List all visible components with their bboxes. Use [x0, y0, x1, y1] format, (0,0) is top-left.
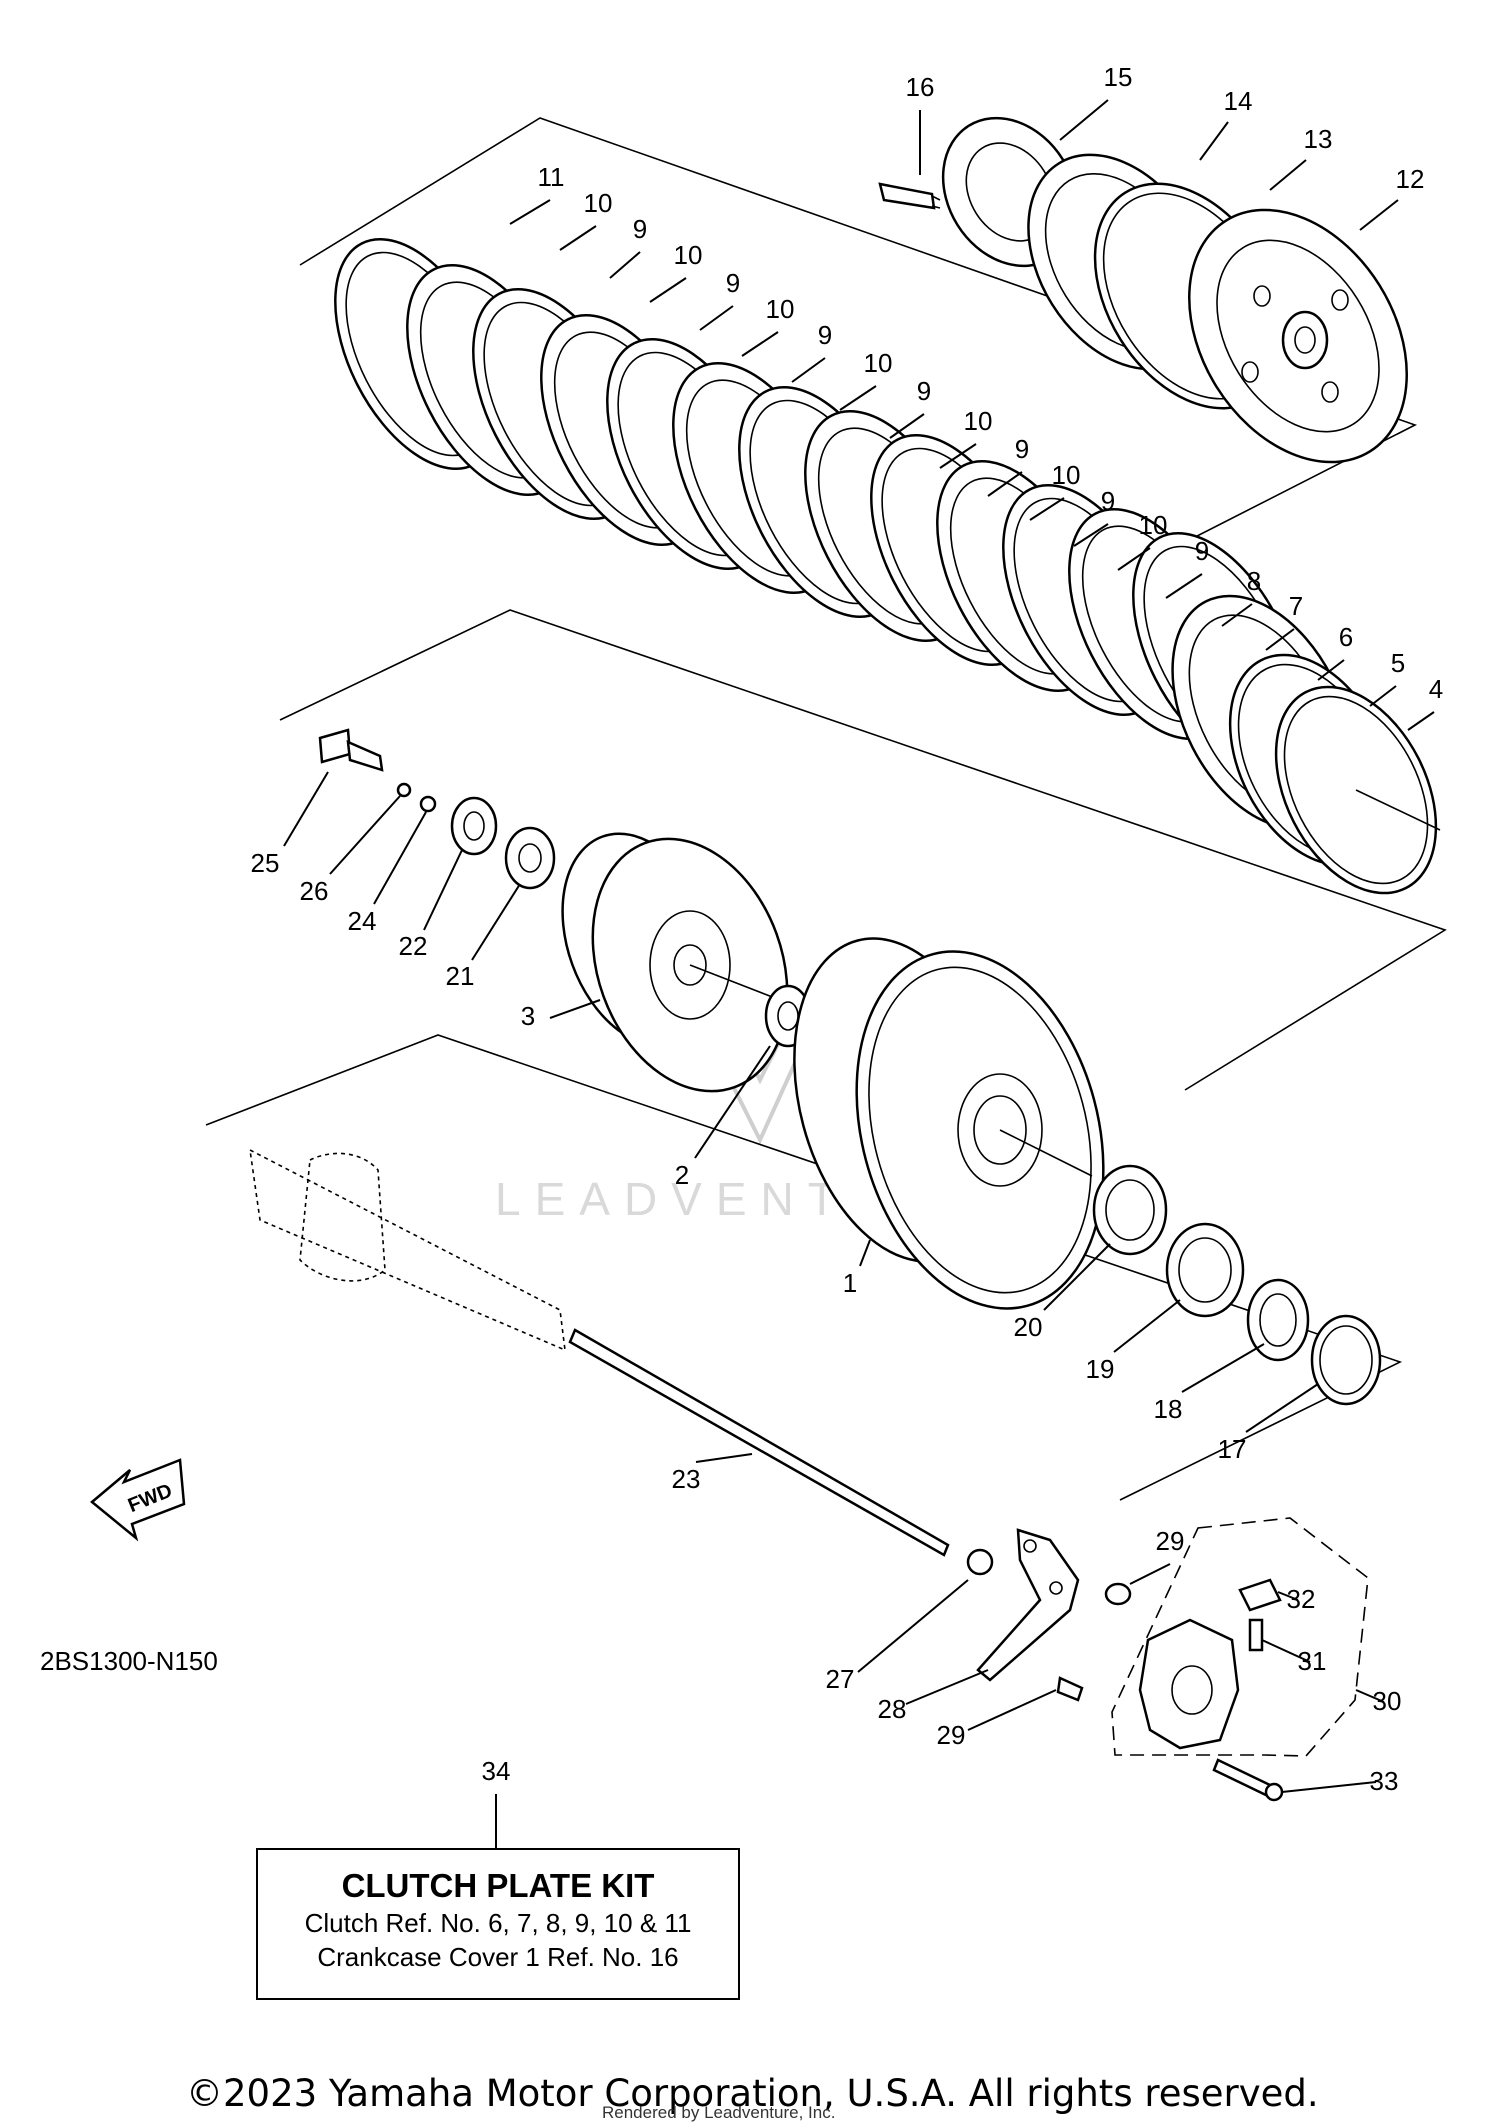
clutch-plate-kit-box: CLUTCH PLATE KIT Clutch Ref. No. 6, 7, 8…	[256, 1848, 740, 2000]
rendered-by-note: Rendered by Leadventure, Inc.	[602, 2103, 836, 2122]
callout-14: 14	[1224, 86, 1253, 116]
release-cylinder-group	[976, 1528, 1284, 1802]
callout-29: 29	[1156, 1526, 1185, 1556]
callout-10: 10	[674, 240, 703, 270]
main-axle	[248, 1148, 994, 1576]
callout-2: 2	[675, 1160, 689, 1190]
callout-9: 9	[726, 268, 740, 298]
callout-29: 29	[937, 1720, 966, 1750]
bearing-group	[1092, 1164, 1382, 1406]
callout-24: 24	[348, 906, 377, 936]
callout-16: 16	[906, 72, 935, 102]
callout-15: 15	[1104, 62, 1133, 92]
callout-32: 32	[1287, 1584, 1316, 1614]
callout-12: 12	[1396, 164, 1425, 194]
callout-33: 33	[1370, 1766, 1399, 1796]
callout-9: 9	[917, 376, 931, 406]
callout-28: 28	[878, 1694, 907, 1724]
cylinder-group-outline	[1111, 1517, 1369, 1757]
callout-13: 13	[1304, 124, 1333, 154]
clutch-housing-gear	[793, 937, 1105, 1310]
callout-5: 5	[1391, 648, 1405, 678]
callout-26: 26	[300, 876, 329, 906]
diagram-code: 2BS1300-N150	[40, 1646, 218, 1676]
callout-19: 19	[1086, 1354, 1115, 1384]
kit-line-clutch: Clutch Ref. No. 6, 7, 8, 9, 10 & 11	[304, 1908, 692, 1938]
callout-7: 7	[1289, 591, 1303, 621]
callout-21: 21	[446, 961, 475, 991]
callout-18: 18	[1154, 1394, 1183, 1424]
plate-group-outline	[299, 117, 1418, 561]
kit-title: CLUTCH PLATE KIT	[341, 1867, 655, 1904]
callout-30: 30	[1373, 1686, 1402, 1716]
callout-10: 10	[584, 188, 613, 218]
callout-10: 10	[1052, 460, 1081, 490]
callout-9: 9	[633, 214, 647, 244]
copyright-notice: ©2023 Yamaha Motor Corporation, U.S.A. A…	[186, 2072, 1319, 2115]
callout-10: 10	[864, 348, 893, 378]
callout-4: 4	[1429, 674, 1443, 704]
leader-lines	[283, 99, 1435, 1848]
callout-9: 9	[1015, 434, 1029, 464]
callout-31: 31	[1298, 1646, 1327, 1676]
callout-25: 25	[251, 848, 280, 878]
pressure-plate-group	[878, 116, 1408, 464]
callout-17: 17	[1218, 1434, 1247, 1464]
callout-23: 23	[672, 1464, 701, 1494]
callout-9: 9	[818, 320, 832, 350]
callout-9: 9	[1195, 536, 1209, 566]
hub-group-outline	[279, 609, 1447, 1091]
callout-27: 27	[826, 1664, 855, 1694]
clutch-boss-group	[318, 728, 812, 1093]
callout-8: 8	[1247, 566, 1261, 596]
callout-11: 11	[538, 162, 565, 192]
clutch-plate-stack	[334, 238, 1441, 895]
kit-line-crankcase: Crankcase Cover 1 Ref. No. 16	[317, 1942, 679, 1972]
callout-3: 3	[521, 1001, 535, 1031]
callout-22: 22	[399, 931, 428, 961]
callout-10: 10	[766, 294, 795, 324]
callout-9: 9	[1101, 486, 1115, 516]
callout-10: 10	[1139, 510, 1168, 540]
callout-34: 34	[482, 1756, 511, 1786]
callout-1: 1	[843, 1268, 857, 1298]
callout-20: 20	[1014, 1312, 1043, 1342]
fwd-arrow-icon: FWD	[90, 1458, 186, 1542]
callout-10: 10	[964, 406, 993, 436]
callout-6: 6	[1339, 622, 1353, 652]
